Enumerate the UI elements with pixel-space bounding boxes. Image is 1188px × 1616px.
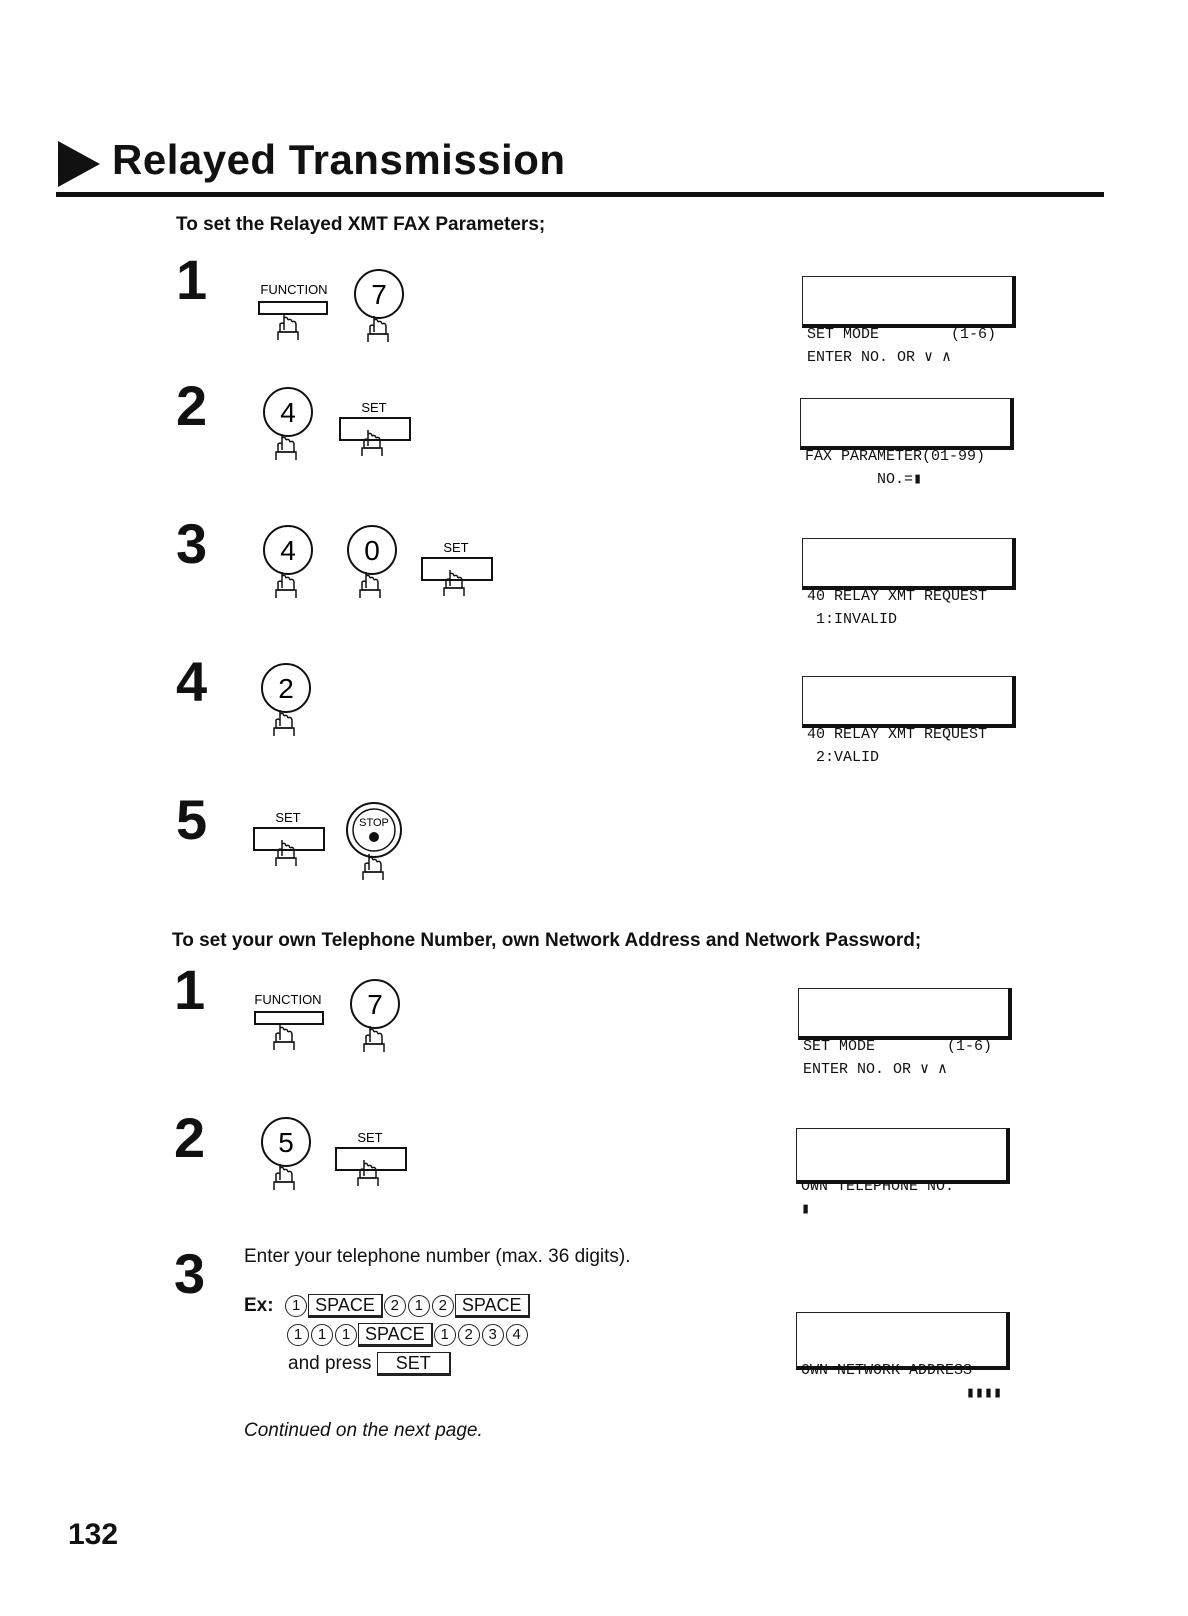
s1-step3-number: 3 xyxy=(176,516,207,572)
digit-key: 1 xyxy=(287,1324,309,1346)
digit-key: 1 xyxy=(285,1295,307,1317)
page-number: 132 xyxy=(68,1518,118,1552)
svg-text:FUNCTION: FUNCTION xyxy=(254,992,321,1007)
digit-key: 2 xyxy=(458,1324,480,1346)
title-arrow-icon xyxy=(56,139,102,189)
title-rule xyxy=(56,192,1104,197)
svg-text:SET: SET xyxy=(443,540,468,555)
function-key: FUNCTION xyxy=(250,980,330,1061)
set-key-inline: SET xyxy=(377,1352,451,1376)
s2-step3-number: 3 xyxy=(174,1246,205,1302)
digit-key: 4 xyxy=(506,1324,528,1346)
svg-text:STOP: STOP xyxy=(359,817,389,829)
space-key: SPACE xyxy=(358,1323,433,1347)
digit-key: 3 xyxy=(482,1324,504,1346)
s1-step4-number: 4 xyxy=(176,654,207,710)
key-0-button: 0 xyxy=(344,524,400,609)
s2-step1-number: 1 xyxy=(174,962,205,1018)
set-key: SET xyxy=(250,806,330,887)
svg-text:SET: SET xyxy=(357,1130,382,1145)
example-line-3: and press SET xyxy=(288,1350,451,1378)
page-title: Relayed Transmission xyxy=(112,136,566,184)
section2-heading: To set your own Telephone Number, own Ne… xyxy=(172,930,921,952)
svg-text:7: 7 xyxy=(371,279,387,310)
space-key: SPACE xyxy=(308,1294,383,1318)
svg-text:0: 0 xyxy=(364,535,380,566)
function-key: FUNCTION xyxy=(254,270,334,351)
s1-step5-number: 5 xyxy=(176,792,207,848)
example-label: Ex: xyxy=(244,1295,274,1316)
lcd-display: FAX PARAMETER(01-99) NO.=▮ xyxy=(800,398,1014,450)
svg-text:5: 5 xyxy=(278,1127,294,1158)
key-7-button: 7 xyxy=(352,268,408,353)
svg-text:2: 2 xyxy=(278,673,294,704)
key-2-button: 2 xyxy=(258,662,314,747)
digit-key: 2 xyxy=(432,1295,454,1317)
key-4-button: 4 xyxy=(260,524,316,609)
continued-note: Continued on the next page. xyxy=(244,1420,483,1442)
lcd-display: OWN TELEPHONE NO.▮ xyxy=(796,1128,1010,1184)
s2-step2-number: 2 xyxy=(174,1110,205,1166)
digit-key: 1 xyxy=(335,1324,357,1346)
lcd-display: SET MODE (1-6)ENTER NO. OR ∨ ∧ xyxy=(798,988,1012,1040)
digit-key: 1 xyxy=(408,1295,430,1317)
step3-instruction: Enter your telephone number (max. 36 dig… xyxy=(244,1246,631,1268)
press-text: and press xyxy=(288,1353,371,1374)
lcd-display: 40 RELAY XMT REQUEST 2:VALID xyxy=(802,676,1016,728)
key-4-button: 4 xyxy=(260,386,316,471)
digit-key: 2 xyxy=(384,1295,406,1317)
digit-key: 1 xyxy=(311,1324,333,1346)
set-key: SET xyxy=(418,536,498,617)
svg-text:SET: SET xyxy=(361,400,386,415)
lcd-display: SET MODE (1-6)ENTER NO. OR ∨ ∧ xyxy=(802,276,1016,328)
stop-button: STOP xyxy=(344,800,404,889)
svg-text:4: 4 xyxy=(280,397,296,428)
key-7-button: 7 xyxy=(348,978,404,1063)
svg-text:FUNCTION: FUNCTION xyxy=(260,282,327,297)
key-5-button: 5 xyxy=(258,1116,314,1201)
set-key: SET xyxy=(332,1126,412,1207)
s1-step2-number: 2 xyxy=(176,378,207,434)
lcd-display: 40 RELAY XMT REQUEST 1:INVALID xyxy=(802,538,1016,590)
lcd-display: OWN NETWORK ADDRESS▮▮▮▮ xyxy=(796,1312,1010,1370)
s1-step1-number: 1 xyxy=(176,252,207,308)
section1-heading: To set the Relayed XMT FAX Parameters; xyxy=(176,214,545,236)
svg-text:7: 7 xyxy=(367,989,383,1020)
svg-text:4: 4 xyxy=(280,535,296,566)
svg-text:SET: SET xyxy=(275,810,300,825)
digit-key: 1 xyxy=(434,1324,456,1346)
space-key: SPACE xyxy=(455,1294,530,1318)
set-key: SET xyxy=(336,396,416,477)
